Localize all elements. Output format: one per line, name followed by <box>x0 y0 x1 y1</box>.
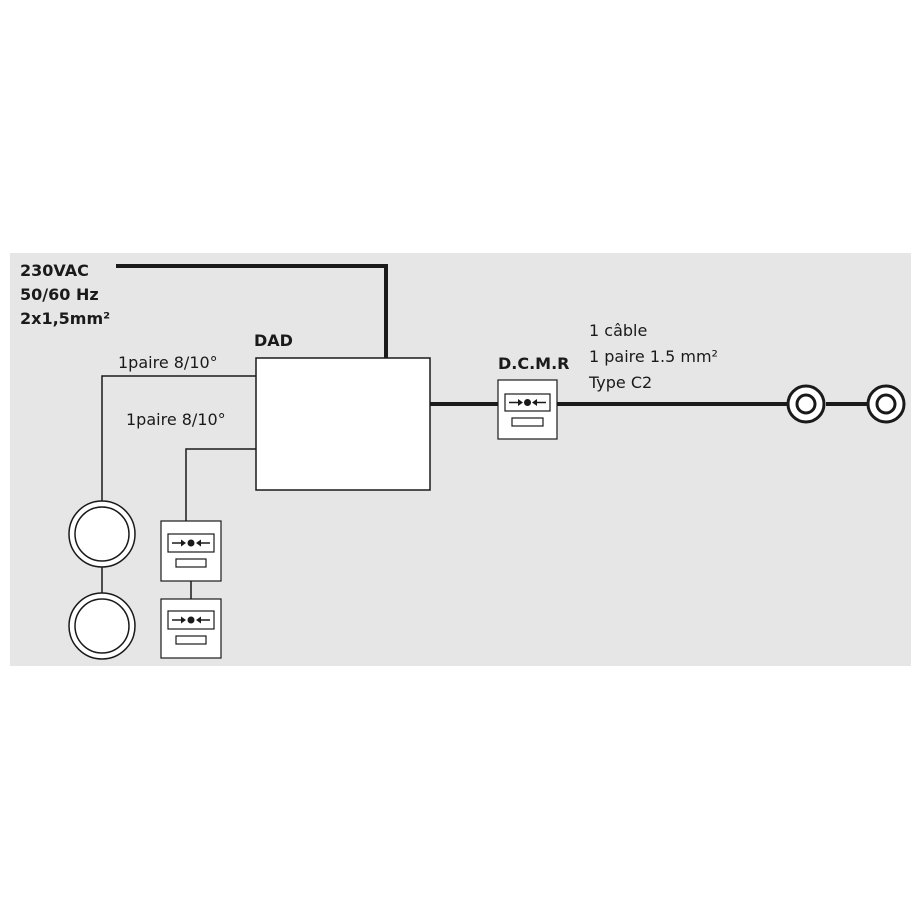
cable-label-type: Type C2 <box>588 373 652 392</box>
dcmr-label: D.C.M.R <box>498 354 570 373</box>
power-label-frequency: 50/60 Hz <box>20 285 99 304</box>
power-label-cable: 2x1,5mm² <box>20 309 110 328</box>
round-detector-icon <box>68 592 136 660</box>
power-supply-line <box>116 264 388 358</box>
dad-box <box>255 357 431 491</box>
cable-label-spec: 1 paire 1.5 mm² <box>589 347 718 366</box>
pair-label-top: 1paire 8/10° <box>118 353 218 372</box>
dad-label: DAD <box>254 331 293 350</box>
ring-output-icon <box>866 384 906 424</box>
round-detector-icon <box>68 500 136 568</box>
detector-loop-wire <box>101 375 256 505</box>
ring-output-icon <box>786 384 826 424</box>
call-point-1 <box>160 520 222 582</box>
diagram-panel <box>10 253 911 666</box>
manual-call-point-icon <box>172 616 210 624</box>
pair-label-bottom: 1paire 8/10° <box>126 410 226 429</box>
cable-label-count: 1 câble <box>589 321 647 340</box>
dcmr-device <box>497 379 558 440</box>
call-point-2 <box>160 598 222 659</box>
callpoint-loop-wire <box>185 448 256 521</box>
manual-call-point-icon <box>172 539 210 547</box>
manual-call-point-icon <box>509 399 546 406</box>
power-label-voltage: 230VAC <box>20 261 89 280</box>
